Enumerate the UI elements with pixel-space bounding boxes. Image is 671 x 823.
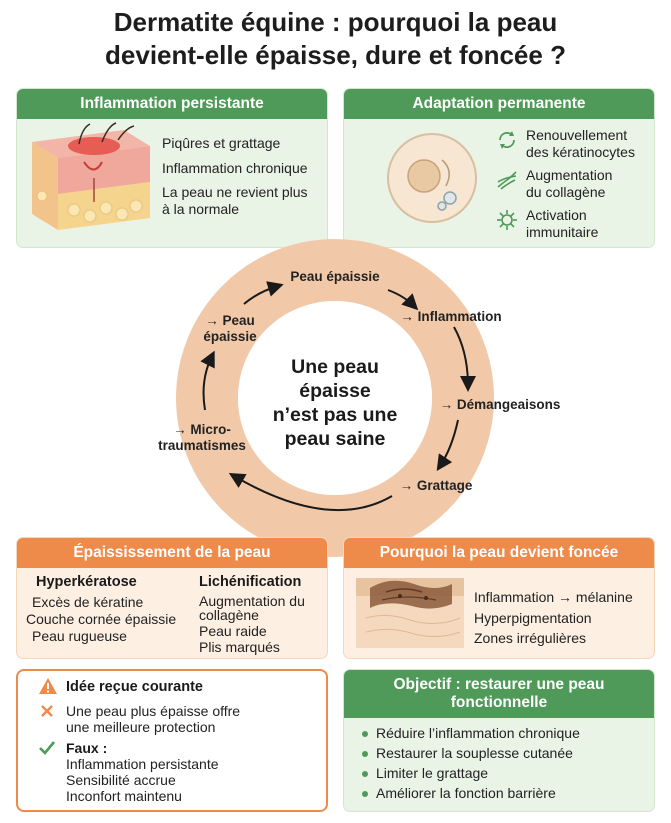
lichenification-item-3: Peau raide — [199, 623, 267, 639]
objectif-item-3: Limiter le grattage — [362, 765, 488, 782]
cycle-step-6: → Peau épaissie — [203, 313, 257, 344]
objectif-item-2: Restaurer la souplesse cutanée — [362, 745, 573, 762]
objectif-card: Objectif : restaurer une peau fonctionne… — [343, 669, 655, 812]
cycle-arrow-2 — [453, 326, 476, 392]
lichenification-item-4: Plis marqués — [199, 639, 280, 655]
lichenification-item-2: collagène — [199, 607, 259, 623]
foncee-item-3: Zones irrégulières — [474, 630, 587, 646]
objectif-item-4: Améliorer la fonction barrière — [362, 785, 556, 802]
objectif-card-title: Objectif : restaurer une peau fonctionne… — [344, 670, 654, 718]
foncee-card-title: Pourquoi la peau devient foncée — [344, 538, 654, 568]
check-icon — [39, 741, 56, 755]
hyperkeratose-item-3: Peau rugueuse — [32, 628, 127, 644]
cycle-arrow-5 — [200, 350, 215, 411]
adaptation-card-title: Adaptation permanente — [344, 89, 654, 119]
faux-item-2: Sensibilité accrue — [66, 772, 176, 788]
inflammation-item-2: Inflammation chronique — [162, 160, 308, 176]
inflammation-item-4: à la normale — [162, 201, 240, 217]
title-line-2: devient-elle épaisse, dure et foncée ? — [105, 40, 566, 70]
adaptation-item-3b: immunitaire — [526, 224, 599, 240]
epaississement-card: Épaississement de la peau — [16, 537, 328, 659]
cycle-arrow-6 — [243, 281, 284, 305]
adaptation-item-1b: des kératinocytes — [526, 144, 635, 160]
adaptation-item-3a: Activation — [526, 207, 587, 223]
cycle-center-text: Une peau épaisse n’est pas une peau sain… — [272, 356, 398, 450]
skin-inflammation-illustration — [32, 122, 150, 230]
inflammation-card-title: Inflammation persistante — [17, 89, 327, 119]
cycle-step-3: → Démangeaisons — [439, 397, 561, 412]
cycle-step-5: → Micro- traumatismes — [158, 422, 246, 453]
hyperkeratose-item-1: Excès de kératine — [32, 594, 144, 610]
faux-heading: Faux : — [66, 740, 108, 756]
bullet-icon — [362, 731, 368, 738]
pigmented-skin-illustration — [356, 578, 464, 648]
fiber-icon — [497, 171, 517, 190]
lichenification-item-1: Augmentation du — [199, 593, 305, 609]
idee-recue-box — [16, 669, 328, 812]
title-line-1: Dermatite équine : pourquoi la peau — [113, 7, 558, 37]
adaptation-item-2a: Augmentation — [526, 167, 613, 183]
adaptation-item-1a: Renouvellement — [526, 127, 628, 143]
hyperkeratose-heading: Hyperkératose — [36, 574, 137, 590]
cycle-arrow-4 — [228, 472, 393, 511]
adaptation-item-2b: du collagène — [526, 184, 606, 200]
cycle-step-2: → Inflammation — [400, 309, 502, 324]
warning-icon — [39, 678, 57, 694]
objectif-item-1: Réduire l’inflammation chronique — [362, 725, 580, 742]
cycle-arrow-3 — [436, 419, 459, 471]
inflammation-item-1: Piqûres et grattage — [162, 135, 281, 151]
hyperkeratose-item-2: Couche cornée épaissie — [26, 611, 177, 627]
cycle-ring — [176, 239, 494, 557]
epaississement-card-title: Épaississement de la peau — [17, 538, 327, 568]
page-title: Dermatite équine : pourquoi la peau devi… — [0, 6, 671, 72]
idee-recue-heading: Idée reçue courante — [66, 679, 203, 695]
myth-line-2: une meilleure protection — [66, 719, 216, 735]
bullet-icon — [362, 791, 368, 798]
cycle-step-1: Peau épaissie — [290, 269, 380, 284]
cycle-arrow-1 — [387, 289, 419, 311]
cross-icon — [41, 705, 53, 717]
cycle-step-4: → Grattage — [399, 478, 473, 493]
recycle-icon — [499, 131, 515, 149]
faux-item-3: Inconfort maintenu — [66, 788, 182, 804]
inflammation-item-3: La peau ne revient plus — [162, 184, 308, 200]
lichenification-heading: Lichénification — [199, 574, 302, 590]
myth-line-1: Une peau plus épaisse offre — [66, 703, 241, 719]
bullet-icon — [362, 751, 368, 758]
bullet-icon — [362, 771, 368, 778]
immune-icon — [497, 210, 517, 230]
faux-item-1: Inflammation persistante — [66, 756, 219, 772]
cell-illustration — [387, 133, 477, 223]
foncee-item-1: Inflammation → mélanine — [474, 589, 633, 605]
foncee-item-2: Hyperpigmentation — [474, 610, 592, 626]
